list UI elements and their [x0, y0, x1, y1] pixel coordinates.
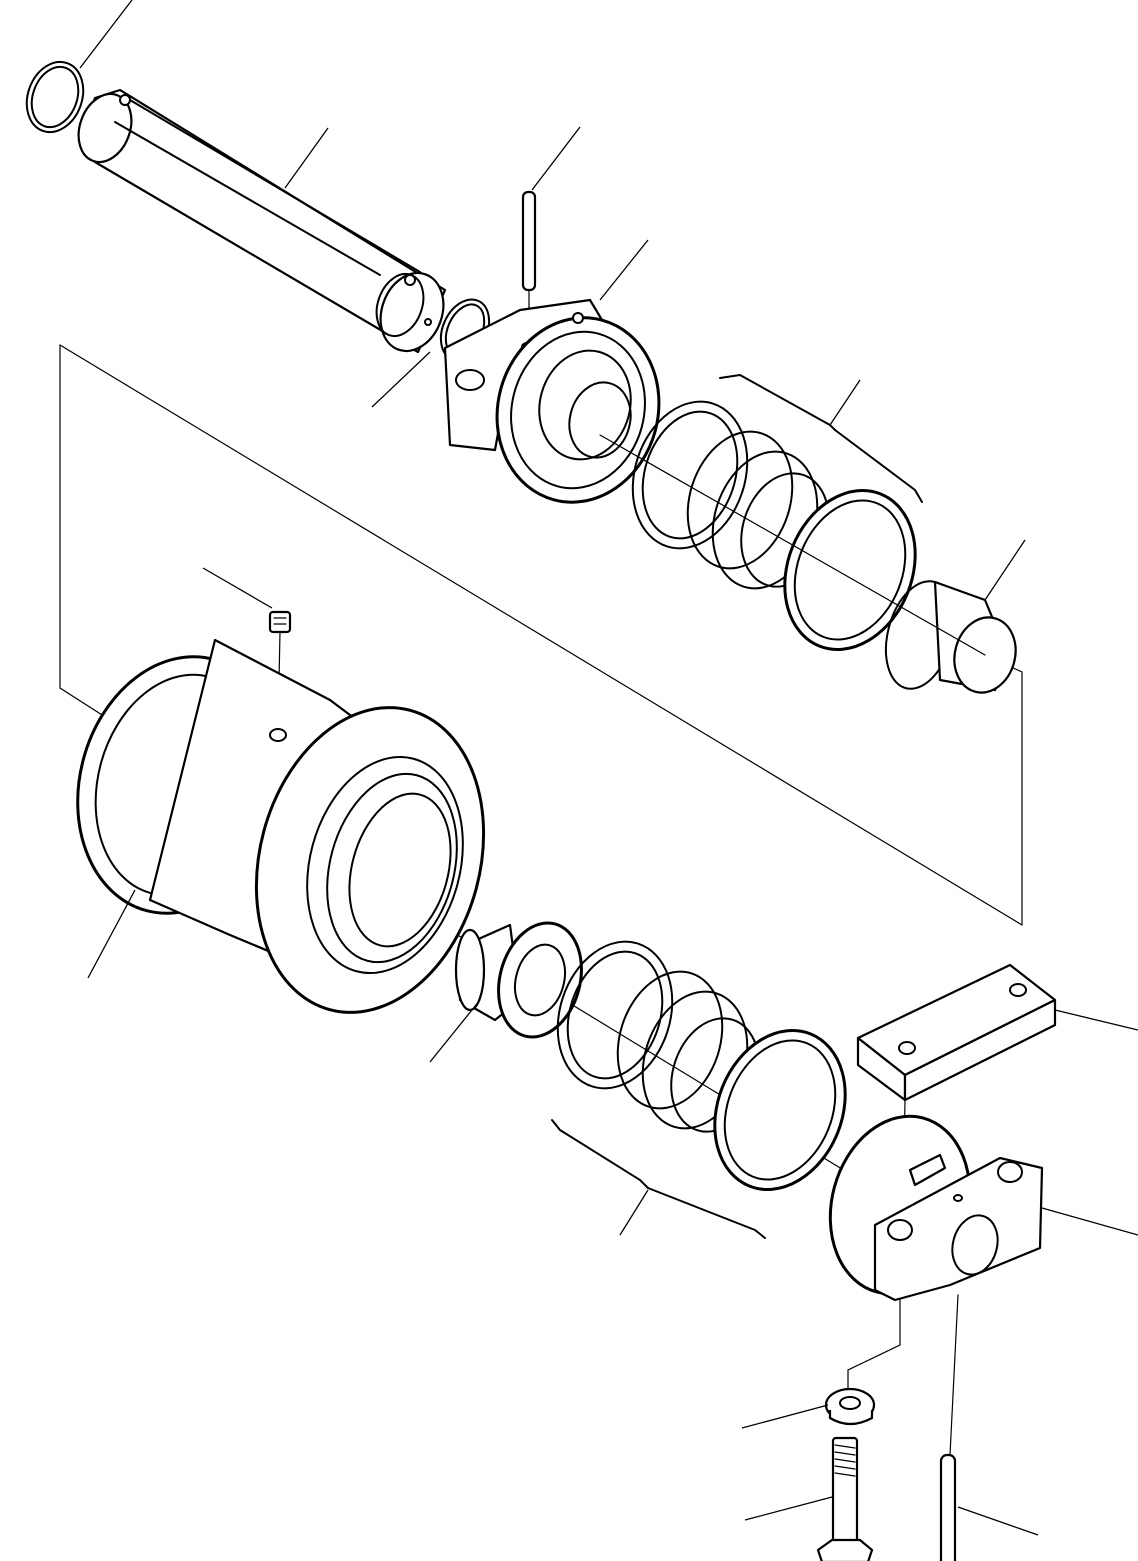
retaining-pin-lower	[939, 1453, 957, 1561]
end-collar-lower	[828, 1114, 1044, 1456]
leader-lines	[79, 0, 1138, 1536]
cap-screw	[816, 1436, 874, 1561]
guard-plate	[856, 963, 1057, 1206]
end-collar-upper	[443, 298, 661, 504]
roller-body	[76, 638, 486, 1014]
lock-washer	[824, 1387, 876, 1426]
seal-group-lower	[551, 940, 847, 1239]
o-ring-upper	[25, 60, 85, 134]
seal-group-upper	[631, 374, 923, 651]
roller-shaft	[77, 88, 447, 354]
